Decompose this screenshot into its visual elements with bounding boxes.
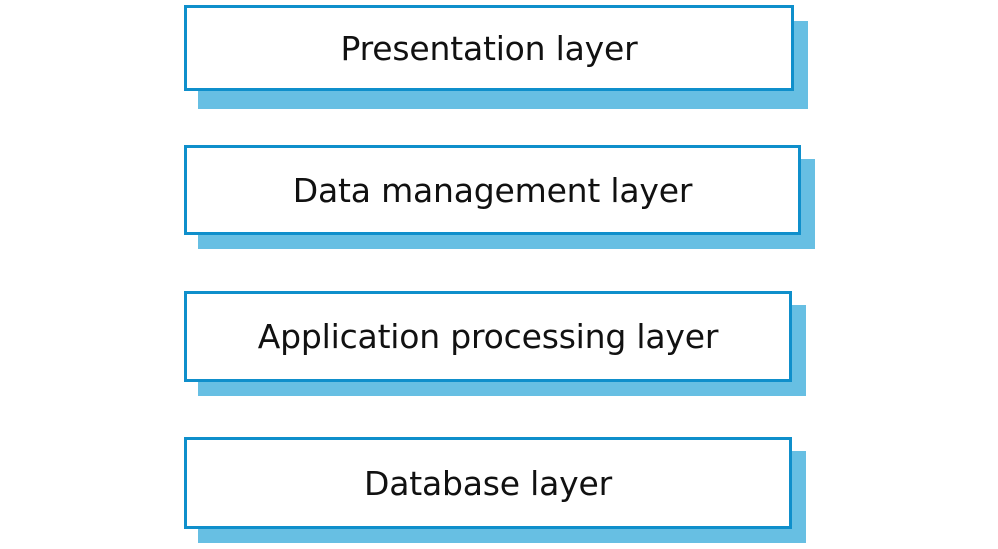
presentation-layer-label: Presentation layer: [340, 28, 638, 68]
presentation-layer-box: Presentation layer: [184, 5, 794, 91]
data-management-layer-label: Data management layer: [292, 170, 693, 210]
database-layer-box: Database layer: [184, 437, 792, 529]
application-processing-layer-label: Application processing layer: [257, 317, 719, 356]
data-management-layer-box: Data management layer: [184, 145, 801, 235]
database-layer-label: Database layer: [364, 463, 612, 503]
application-processing-layer-box: Application processing layer: [184, 291, 792, 382]
